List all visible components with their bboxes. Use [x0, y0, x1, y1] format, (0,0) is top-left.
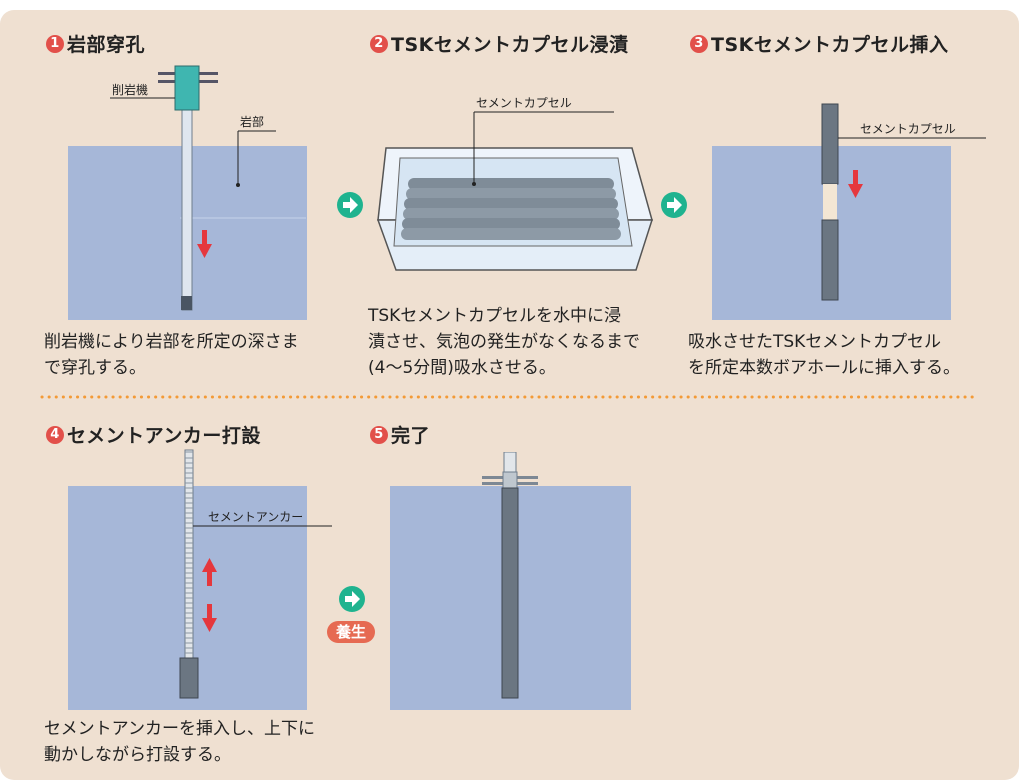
step-4-diagram: セメントアンカー	[179, 449, 332, 699]
step-1-description: 削岩機により岩部を所定の深さま で穿孔する。	[44, 329, 299, 381]
step-3-badge: 3	[690, 34, 708, 53]
label-anchor: セメントアンカー	[208, 510, 303, 524]
step-1-title: 1 岩部穿孔	[46, 30, 145, 57]
anchor-nut	[502, 471, 518, 489]
step-2-desc-line: (4〜5分間)吸水させる。	[368, 358, 556, 378]
step-2-badge: 2	[370, 34, 388, 53]
drill-machine	[174, 65, 200, 111]
label-capsule-step-3: セメントカプセル	[860, 122, 956, 136]
step-2-desc-line: TSKセメントカプセルを水中に浸	[368, 306, 621, 326]
step-1-desc-line: 削岩機により岩部を所定の深さま	[44, 332, 299, 352]
step-5-title: 5 完了	[370, 421, 430, 448]
step-4-title: 4 セメントアンカー打設	[46, 421, 261, 448]
step-2-desc-line: 漬させ、気泡の発生がなくなるまで	[368, 332, 640, 352]
step-4-badge: 4	[46, 425, 64, 444]
step-4-desc-line: セメントアンカーを挿入し、上下に	[44, 719, 315, 739]
label-capsule-step-2: セメントカプセル	[476, 96, 572, 110]
down-arrow-icon	[202, 604, 217, 632]
step-3-description: 吸水させたTSKセメントカプセル を所定本数ボアホールに挿入する。	[688, 329, 960, 381]
step-3-title: 3 TSKセメントカプセル挿入	[690, 30, 949, 57]
down-arrow-icon	[848, 170, 863, 198]
flow-arrow-icon	[661, 192, 687, 218]
capsule-gap	[823, 184, 837, 220]
capsule-upper	[821, 103, 839, 185]
step-5-diagram	[482, 452, 538, 699]
label-rock: 岩部	[240, 114, 264, 129]
flow-arrow-icon	[339, 586, 365, 612]
step-2-diagram: セメントカプセル	[376, 96, 654, 271]
curing-badge: 養生	[327, 621, 376, 643]
drill-rod	[181, 107, 193, 311]
step-1-diagram: 削岩機 岩部	[110, 65, 306, 311]
capsule-leader-dot	[472, 182, 476, 186]
up-arrow-icon	[202, 558, 217, 586]
step-3-diagram: セメントカプセル	[821, 103, 986, 301]
step-2-title: 2 TSKセメントカプセル浸漬	[370, 30, 629, 57]
step-3-desc-line: を所定本数ボアホールに挿入する。	[688, 358, 960, 378]
completed-anchor	[501, 487, 519, 699]
step-4-description: セメントアンカーを挿入し、上下に 動かしながら打設する。	[44, 716, 315, 768]
flow-arrow-icon	[337, 192, 363, 218]
cement-fill	[179, 657, 199, 699]
step-1-badge: 1	[46, 34, 64, 53]
step-4-desc-line: 動かしながら打設する。	[44, 745, 231, 765]
step-3-desc-line: 吸水させたTSKセメントカプセル	[688, 332, 941, 352]
down-arrow-icon	[197, 230, 212, 258]
step-3-title-text: TSKセメントカプセル挿入	[711, 34, 949, 56]
step-2-description: TSKセメントカプセルを水中に浸 漬させ、気泡の発生がなくなるまで (4〜5分間…	[368, 303, 640, 381]
step-1-title-text: 岩部穿孔	[67, 34, 146, 56]
capsule-lower	[821, 219, 839, 301]
rock-leader-dot	[236, 183, 240, 187]
step-4-title-text: セメントアンカー打設	[67, 425, 261, 447]
label-drill: 削岩機	[112, 82, 148, 97]
step-2-title-text: TSKセメントカプセル浸漬	[391, 34, 629, 56]
anchor-top	[503, 452, 517, 475]
diagram-panel: 1 岩部穿孔 2 TSKセメントカプセル浸漬 3 TSKセメントカプセル挿入 4…	[0, 10, 1019, 780]
step-1-desc-line: で穿孔する。	[44, 358, 146, 378]
capsule-stack	[401, 178, 621, 240]
anchor-threads	[185, 457, 193, 654]
drill-bit	[181, 296, 192, 310]
section-divider	[40, 395, 980, 399]
step-5-badge: 5	[370, 425, 388, 444]
step-5-title-text: 完了	[391, 425, 431, 447]
